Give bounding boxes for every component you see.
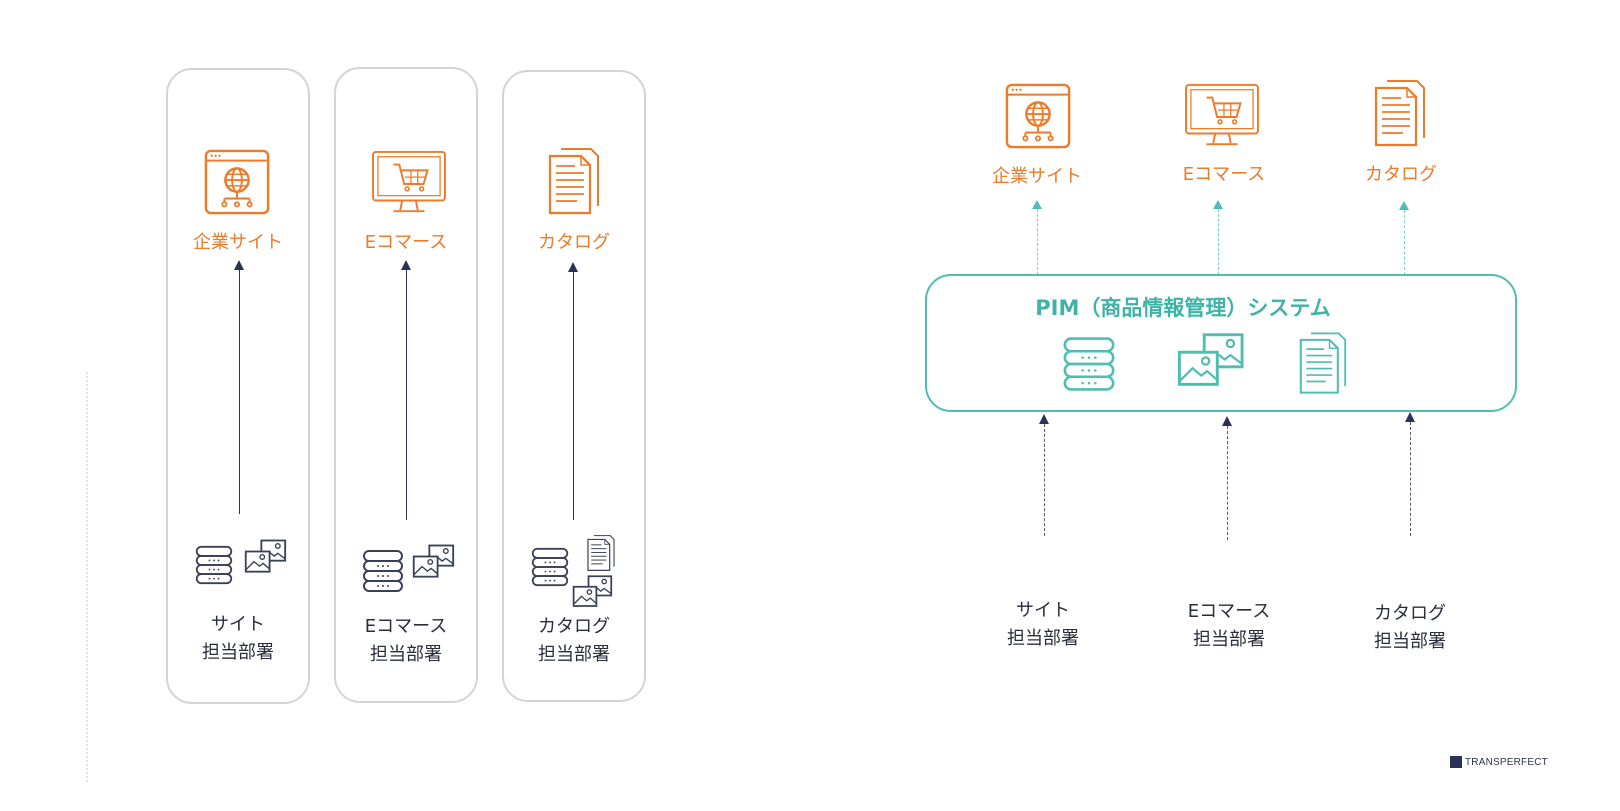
database-icon — [361, 548, 405, 594]
dept-label-ecommerce: Eコマース 担当部署 — [1154, 598, 1304, 654]
arrow-up — [568, 262, 578, 272]
arrow-up — [1399, 201, 1409, 210]
website-globe-icon — [1004, 82, 1072, 150]
arrow-up — [234, 260, 244, 270]
output-label-site: 企業サイト — [992, 166, 1082, 187]
image-gallery-icon — [1175, 328, 1245, 394]
brand-logo: TRANSPERFECT — [1450, 756, 1548, 768]
dept-line2: 担当部署 — [1193, 629, 1265, 650]
image-gallery-icon — [411, 543, 455, 581]
website-globe-icon — [203, 148, 271, 216]
output-label-ecommerce: Eコマース — [364, 232, 448, 253]
dept-line1: Eコマース — [1187, 601, 1271, 622]
database-icon — [530, 546, 570, 588]
dept-label-ecommerce: Eコマース 担当部署 — [334, 613, 478, 669]
output-label-ecommerce: Eコマース — [1182, 164, 1266, 185]
catalog-document-icon — [1373, 78, 1427, 148]
pim-system-box — [925, 274, 1517, 412]
column-panel-catalog — [502, 70, 646, 702]
column-panel-ecommerce — [334, 67, 478, 703]
arrow-up — [1222, 416, 1232, 426]
dept-label-site: サイト 担当部署 — [166, 611, 310, 667]
shopping-cart-monitor-icon — [370, 149, 448, 217]
flow-line — [1044, 424, 1045, 536]
dept-line2: 担当部署 — [1374, 631, 1446, 652]
column-panel-site — [166, 68, 310, 704]
output-label-site: 企業サイト — [193, 232, 283, 253]
dept-line2: 担当部署 — [370, 644, 442, 665]
dept-label-site: サイト 担当部署 — [968, 597, 1118, 653]
flow-line — [1410, 422, 1411, 536]
flow-line — [406, 268, 407, 520]
arrow-up — [1213, 200, 1223, 209]
dept-line1: サイト — [1016, 600, 1070, 621]
output-label-catalog: カタログ — [538, 232, 610, 253]
brand-logo-text: TRANSPERFECT — [1465, 756, 1548, 768]
catalog-document-icon — [1298, 330, 1348, 396]
dept-line1: Eコマース — [364, 616, 448, 637]
flow-line — [1037, 209, 1038, 275]
output-label-catalog: カタログ — [1365, 164, 1437, 185]
dept-line1: サイト — [211, 614, 265, 635]
database-icon — [194, 544, 234, 586]
arrow-up — [1405, 412, 1415, 422]
database-icon — [1061, 334, 1117, 394]
flow-line — [573, 270, 574, 520]
dept-line2: 担当部署 — [1007, 628, 1079, 649]
arrow-up — [1039, 414, 1049, 424]
dotted-divider — [86, 372, 88, 782]
image-gallery-icon — [571, 574, 613, 610]
catalog-document-icon — [586, 534, 616, 572]
transperfect-logo-icon — [1450, 756, 1462, 768]
flow-line — [1227, 426, 1228, 540]
flow-line — [1218, 209, 1219, 275]
dept-line1: カタログ — [1374, 603, 1446, 624]
dept-line1: カタログ — [538, 616, 610, 637]
flow-line — [1404, 210, 1405, 275]
flow-line — [239, 268, 240, 514]
dept-label-catalog: カタログ 担当部署 — [502, 613, 646, 669]
dept-line2: 担当部署 — [538, 644, 610, 665]
dept-label-catalog: カタログ 担当部署 — [1335, 600, 1485, 656]
arrow-up — [401, 260, 411, 270]
dept-line2: 担当部署 — [202, 642, 274, 663]
arrow-up — [1032, 200, 1042, 209]
image-gallery-icon — [243, 538, 287, 576]
catalog-document-icon — [547, 146, 601, 216]
shopping-cart-monitor-icon — [1183, 82, 1261, 150]
pim-title: PIM（商品情報管理）システム — [1035, 296, 1331, 320]
